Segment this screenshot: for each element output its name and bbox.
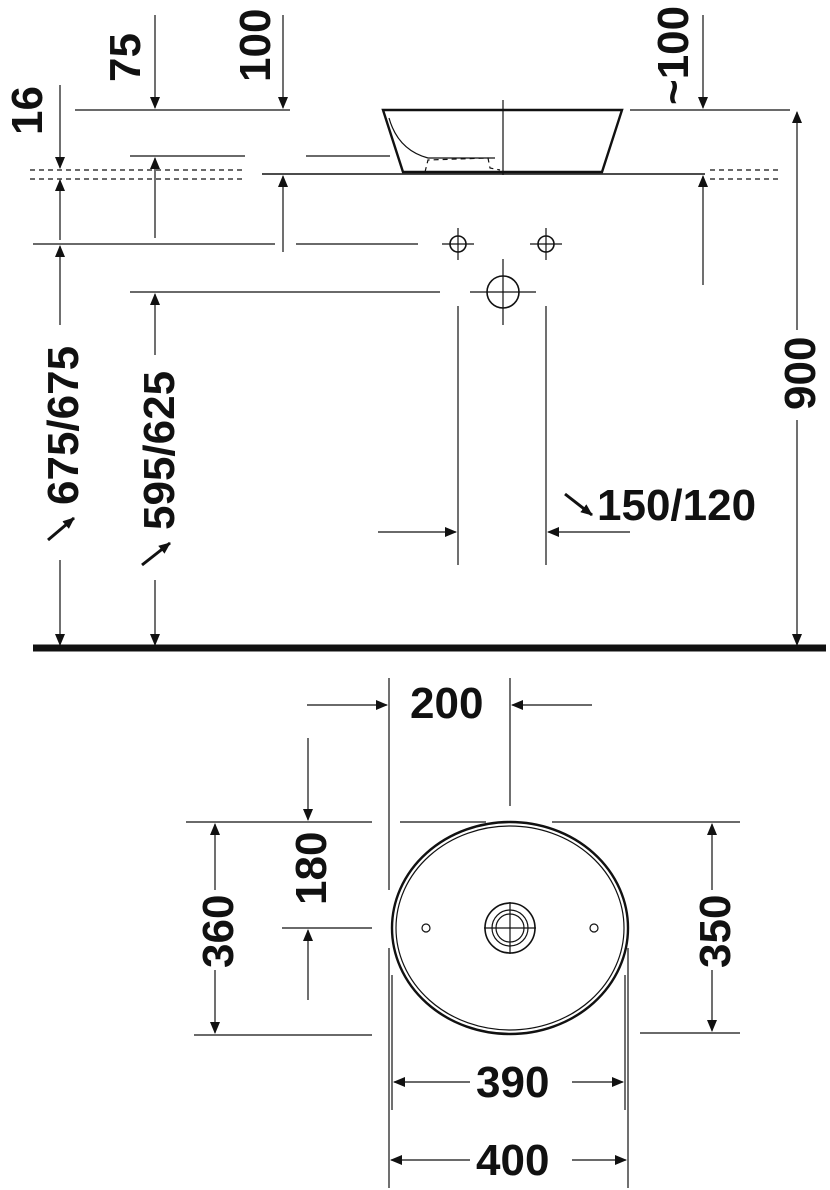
dim-400: 400	[476, 1136, 549, 1185]
dim-75: 75	[101, 33, 150, 82]
top-view: 200 180 360 350 390 400	[186, 678, 740, 1188]
drain-outlet	[130, 259, 536, 325]
dim-675-pointer	[47, 516, 75, 542]
dim-900: 900	[776, 337, 825, 410]
dim-16: 16	[3, 86, 52, 135]
dim-150: 150/120	[597, 481, 756, 530]
bowl-drain	[424, 157, 501, 173]
mounting-hole-right	[530, 228, 562, 260]
tap-hole-left	[421, 923, 431, 933]
dim-390: 390	[476, 1058, 549, 1107]
dim-595: 595/625	[135, 371, 184, 530]
dim-approx-100: ~100	[649, 6, 698, 105]
dim-350: 350	[691, 895, 740, 968]
dim-595-pointer	[141, 541, 171, 567]
tap-hole-right	[589, 923, 599, 933]
dim-200: 200	[410, 679, 483, 728]
dim-360: 360	[194, 895, 243, 968]
dim-180: 180	[287, 832, 336, 905]
dim-150-pointer	[564, 492, 593, 517]
bowl-top-inner	[395, 825, 625, 1031]
dim-100: 100	[231, 9, 280, 82]
dim-675: 675/675	[39, 346, 88, 505]
drain-top	[484, 902, 536, 954]
side-view: 75 100 ~100 16 675/675 595/625 150/120	[3, 6, 826, 652]
mounting-hole-left	[442, 228, 474, 260]
bowl-inner-curve	[388, 117, 495, 159]
